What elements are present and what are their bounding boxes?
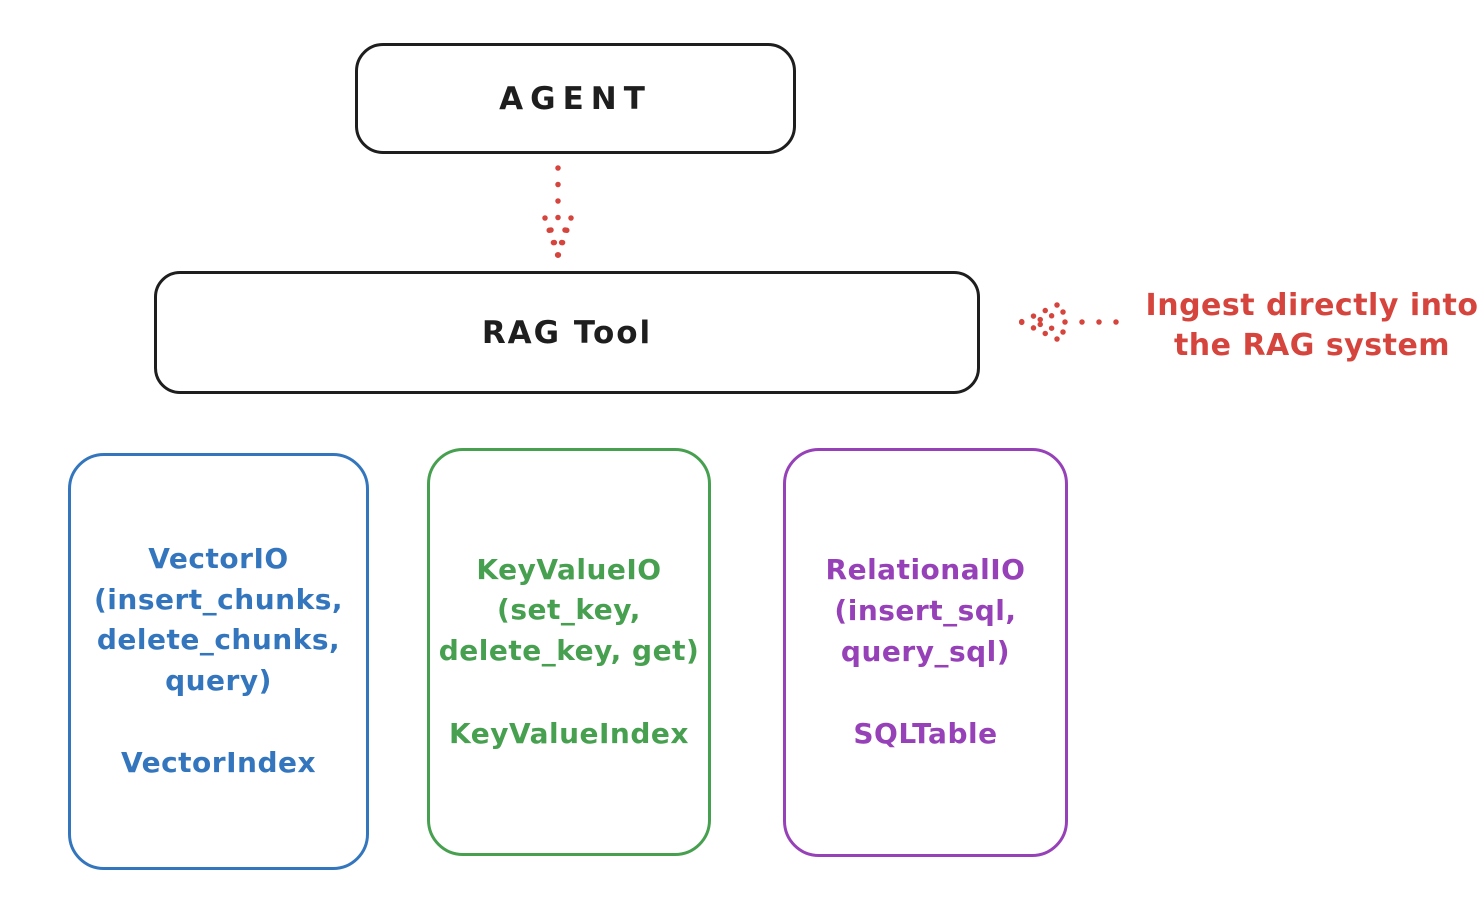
agent-box-label: AGENT: [499, 80, 652, 117]
agent-box: AGENT: [355, 43, 796, 154]
arrow-annotation-to-rag-tool-icon: [1018, 302, 1136, 342]
rag-tool-box-label: RAG Tool: [481, 314, 653, 351]
relational-io-line: query_sql): [840, 634, 1011, 668]
annotation-text: Ingest directly into the RAG system: [1140, 286, 1484, 366]
relational-io-line: RelationalIO: [825, 553, 1026, 587]
keyvalue-index-label: KeyValueIndex: [449, 716, 689, 750]
keyvalue-io-line: (set_key,: [497, 593, 641, 627]
relational-io-box: RelationalIO (insert_sql, query_sql) SQL…: [783, 448, 1068, 857]
vector-index-label: VectorIndex: [120, 746, 317, 780]
annotation-line-1: Ingest directly into: [1145, 288, 1479, 323]
rag-tool-box: RAG Tool: [154, 271, 980, 394]
vector-io-box: VectorIO (insert_chunks, delete_chunks, …: [68, 453, 369, 870]
vector-io-line: delete_chunks,: [96, 623, 341, 657]
keyvalue-io-line: delete_key, get): [438, 634, 700, 667]
keyvalue-io-lines: KeyValueIO (set_key, delete_key, get): [439, 550, 700, 672]
relational-io-lines: RelationalIO (insert_sql, query_sql): [826, 550, 1026, 672]
vector-io-line: query): [165, 663, 272, 697]
sql-table-label: SQLTable: [853, 717, 998, 751]
annotation-line-2: the RAG system: [1173, 327, 1451, 363]
keyvalue-io-line: KeyValueIO: [476, 552, 662, 586]
relational-io-line: (insert_sql,: [834, 593, 1017, 627]
arrow-agent-to-rag-tool-icon: [542, 165, 574, 259]
keyvalue-io-box: KeyValueIO (set_key, delete_key, get) Ke…: [427, 448, 711, 856]
vector-io-lines: VectorIO (insert_chunks, delete_chunks, …: [94, 539, 343, 701]
vector-io-line: (insert_chunks,: [94, 582, 343, 616]
vector-io-line: VectorIO: [148, 542, 289, 576]
